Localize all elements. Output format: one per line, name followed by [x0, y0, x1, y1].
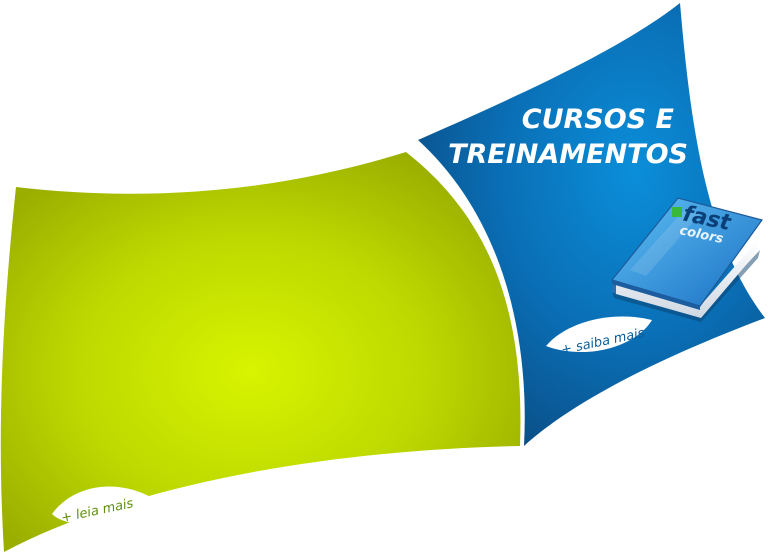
courses-panel-shape[interactable]: [418, 3, 765, 446]
leia-mais-link[interactable]: + leia mais: [52, 486, 156, 526]
book-icon: fast colors: [610, 197, 763, 322]
news-panel[interactable]: + leia mais: [0, 152, 521, 552]
courses-panel[interactable]: CURSOS E TREINAMENTOS fast colors: [418, 3, 765, 446]
courses-title-line1: CURSOS E: [522, 104, 675, 135]
leaf-icon: [52, 486, 156, 525]
leaf-icon: [546, 316, 652, 352]
courses-title-line2: TREINAMENTOS: [448, 139, 688, 170]
news-panel-shape[interactable]: [0, 152, 521, 552]
